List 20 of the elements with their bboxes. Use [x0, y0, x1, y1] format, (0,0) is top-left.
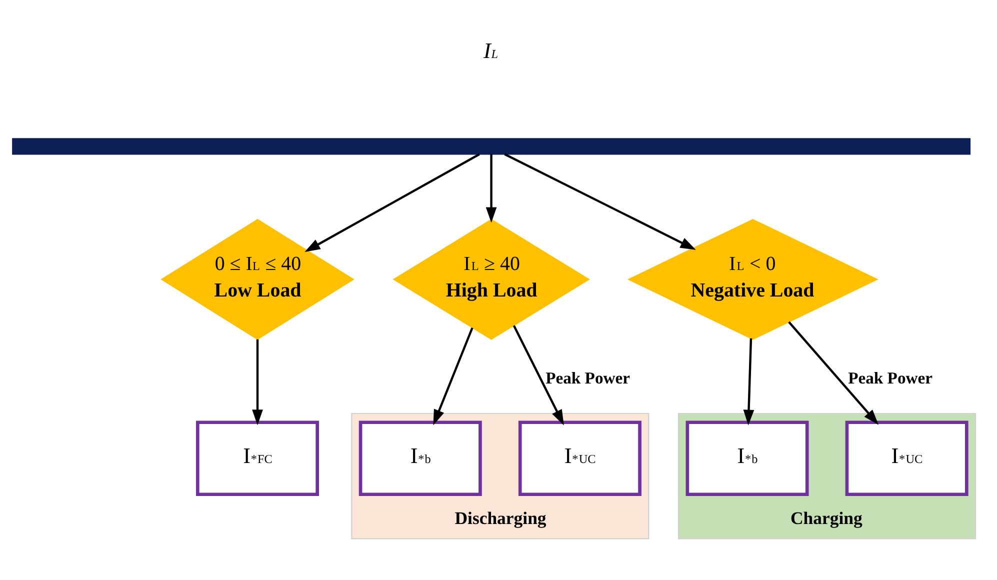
node-bar [12, 138, 971, 154]
arrow [433, 326, 474, 425]
node-diamond: 0 ≤ IL ≤ 40 Low Load [160, 218, 354, 340]
arrow [304, 152, 480, 252]
arrow [512, 324, 564, 425]
node-box: I*b [686, 420, 809, 496]
arrow [743, 338, 754, 425]
edge-label: Peak Power [848, 368, 932, 388]
node-diamond: IL ≥ 40 High Load [392, 218, 590, 340]
arrow [252, 338, 263, 425]
node-diamond: IL < 0 Negative Load [627, 218, 878, 340]
label: IL [484, 37, 498, 62]
arrow [788, 320, 879, 424]
node-box: I*UC [845, 420, 968, 496]
edge-label: Peak Power [546, 368, 630, 388]
node-box: I*b [358, 420, 482, 496]
node-box: I*UC [518, 420, 642, 496]
arrow [504, 152, 696, 250]
arrow [486, 154, 497, 222]
node-box: I*FC [196, 420, 319, 496]
